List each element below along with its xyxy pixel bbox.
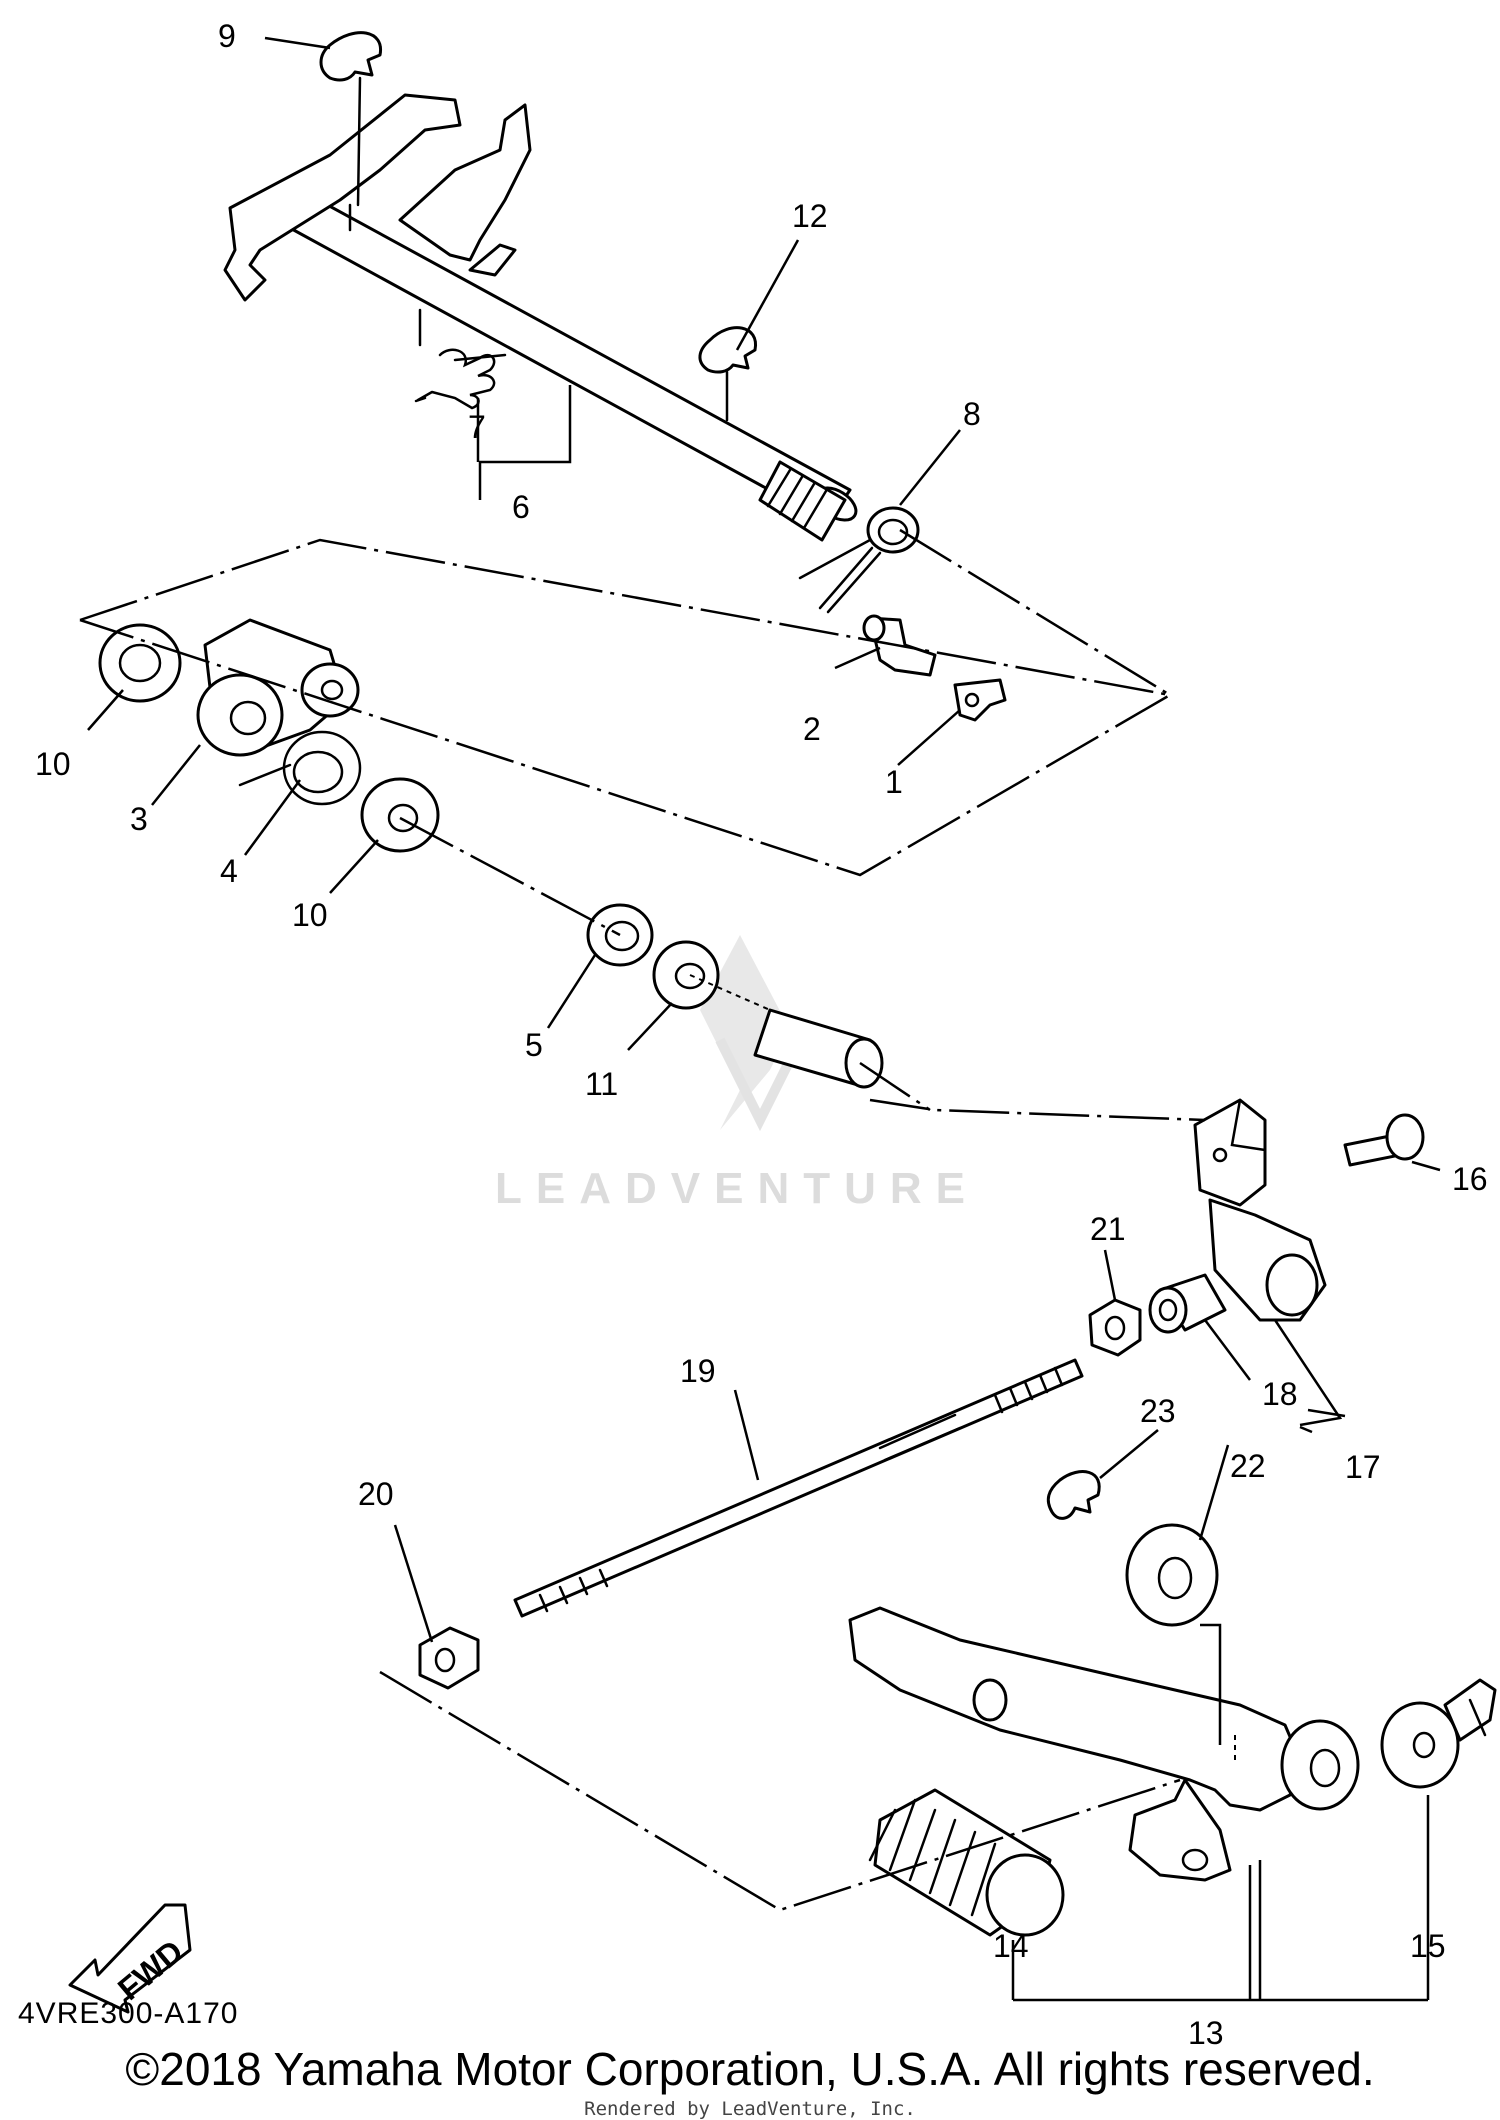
circlip-12 [698,326,757,422]
washer-22 [1125,1523,1219,1627]
group-outlines [79,528,1206,1912]
bracket-1 [953,678,1007,722]
callout-3: 3 [130,801,148,837]
callout-12: 12 [792,198,828,234]
washer-11 [652,940,720,1010]
callout-14: 14 [993,1928,1029,1964]
callout-9: 9 [218,18,236,54]
callout-15: 15 [1410,1928,1446,1964]
callout-4: 4 [220,853,238,889]
shift-rod-19 [513,1358,1084,1618]
callout-6: 6 [512,489,530,525]
callout-21: 21 [1090,1211,1126,1247]
callout-numbers: 9 12 8 7 6 10 3 4 10 5 11 2 1 16 21 18 1… [35,18,1488,2051]
washer-10-lower [360,777,440,853]
callout-5: 5 [525,1027,543,1063]
callout-10-upper: 10 [35,746,71,782]
footrest-rubber-14 [868,1788,1065,1937]
pivot-joint-18 [1148,1273,1227,1334]
shaft-end [689,974,884,1089]
rod-end-15 [1380,1678,1497,1789]
shift-pedal-13 [848,1606,1360,1882]
circlip-9 [319,31,382,207]
nut-21 [1088,1298,1142,1357]
callout-10-lower: 10 [292,897,328,933]
washer-10-upper [98,623,182,703]
copyright-notice: ©2018 Yamaha Motor Corporation, U.S.A. A… [125,2043,1375,2095]
callout-18: 18 [1262,1376,1298,1412]
callout-20: 20 [358,1476,394,1512]
diagram-code: 4VRE300-A170 [18,1997,239,2030]
rendered-by-credit: Rendered by LeadVenture, Inc. [584,2098,916,2120]
shift-shaft [223,93,858,542]
circlip-23 [1046,1470,1101,1520]
bolt-16 [1343,1113,1425,1167]
callout-8: 8 [963,396,981,432]
torsion-spring-8 [798,506,920,614]
callout-13: 13 [1188,2015,1224,2051]
watermark-text: LEADVENTURE [495,1164,979,1213]
callout-11: 11 [585,1066,618,1102]
callout-23: 23 [1140,1393,1176,1429]
shift-arm-17 [1193,1098,1327,1322]
leader-lines [87,36,1441,2002]
spring-4 [238,730,362,806]
nut-20 [418,1626,480,1690]
callout-16: 16 [1452,1161,1488,1197]
callout-1: 1 [885,764,903,800]
callout-19: 19 [680,1353,716,1389]
callout-7: 7 [468,409,486,445]
fwd-arrow-icon: FWD [68,1903,192,2014]
callout-2: 2 [803,711,821,747]
callout-22: 22 [1230,1448,1266,1484]
callout-17: 17 [1345,1449,1381,1485]
leadventure-watermark: LEADVENTURE [495,935,979,1213]
